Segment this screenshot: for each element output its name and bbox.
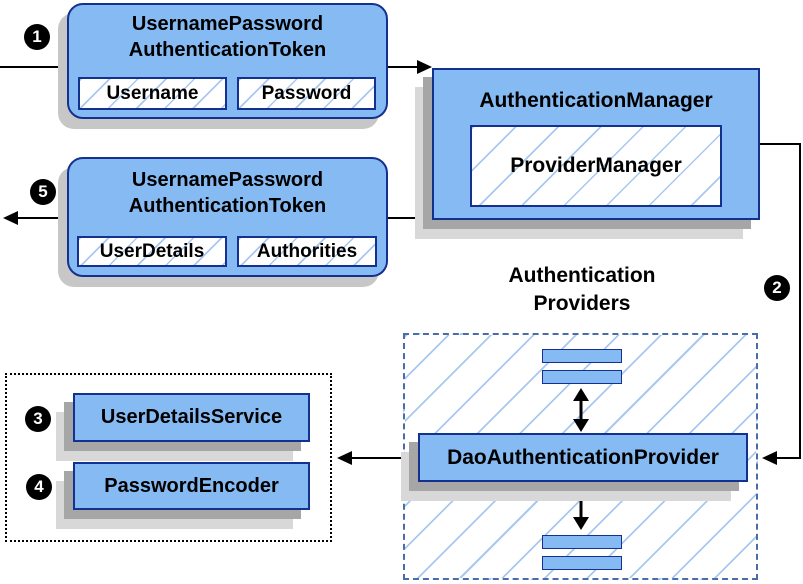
user-details-field: UserDetails xyxy=(77,236,227,267)
provider-manager-box: ProviderManager xyxy=(470,125,722,207)
provider-stack-bar xyxy=(542,535,622,549)
authentication-providers-label-line2: Providers xyxy=(533,292,631,315)
outgoing-response-arrowhead xyxy=(3,211,18,225)
authentication-manager-title: AuthenticationManager xyxy=(479,89,713,112)
password-field: Password xyxy=(237,77,376,110)
manager-to-provider-arrowhead xyxy=(762,451,777,465)
provider-stack-bar xyxy=(542,556,622,570)
step-5-badge: 5 xyxy=(30,179,56,205)
step-1-badge: 1 xyxy=(24,24,50,50)
password-encoder-box: PasswordEncoder xyxy=(73,462,310,510)
username-field: Username xyxy=(78,77,227,110)
username-password-token-request-box: UsernamePassword AuthenticationToken Use… xyxy=(67,3,388,119)
authentication-providers-label: Authentication Providers xyxy=(482,262,682,318)
token-to-manager-arrowhead xyxy=(417,60,432,74)
token-response-title-line2: AuthenticationToken xyxy=(128,195,327,217)
manager-to-provider-path xyxy=(759,143,801,459)
step-4-badge: 4 xyxy=(26,474,52,500)
step-3-badge: 3 xyxy=(25,406,51,432)
token-response-title: UsernamePassword AuthenticationToken xyxy=(69,167,386,219)
provider-to-dependencies-arrowhead xyxy=(337,451,352,465)
authentication-manager-box: AuthenticationManager ProviderManager xyxy=(432,68,760,220)
username-password-token-response-box: UsernamePassword AuthenticationToken Use… xyxy=(67,157,388,277)
provider-stack-bar xyxy=(542,349,622,363)
dao-authentication-provider-box: DaoAuthenticationProvider xyxy=(418,433,748,482)
provider-stack-bar xyxy=(542,370,622,384)
token-request-title: UsernamePassword AuthenticationToken xyxy=(69,11,386,63)
step-2-badge: 2 xyxy=(764,275,790,301)
user-details-service-box: UserDetailsService xyxy=(73,393,310,442)
token-response-title-line1: UsernamePassword xyxy=(131,169,324,191)
authentication-providers-label-line1: Authentication xyxy=(508,264,656,287)
authorities-field: Authorities xyxy=(237,236,377,267)
token-request-title-line1: UsernamePassword xyxy=(131,13,324,35)
token-request-title-line2: AuthenticationToken xyxy=(128,39,327,61)
